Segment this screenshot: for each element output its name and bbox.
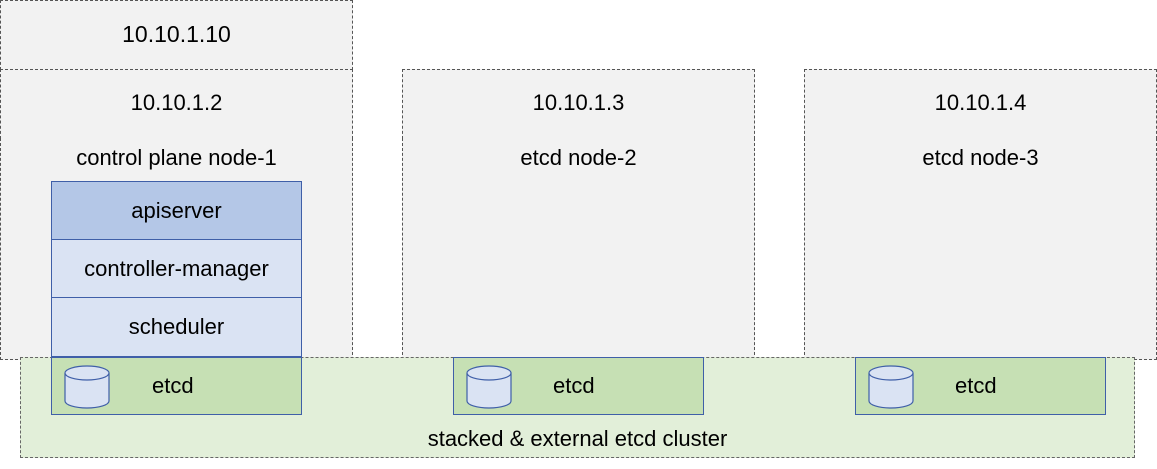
- node-2-role-label: etcd node-2: [520, 145, 637, 170]
- database-icon: [64, 365, 110, 409]
- node-3-ip-label: 10.10.1.4: [934, 90, 1027, 115]
- etcd-member-3-label: etcd: [955, 373, 997, 398]
- database-icon: [466, 365, 512, 409]
- etcd-member-2: etcd: [453, 357, 704, 415]
- node-3-body: etcd node-3: [804, 138, 1157, 360]
- controller-manager-box: controller-manager: [51, 239, 302, 299]
- apiserver-box: apiserver: [51, 181, 302, 241]
- node-2-ip-label: 10.10.1.3: [532, 90, 625, 115]
- vip-box: 10.10.1.10: [0, 0, 353, 70]
- node-1-ip-label: 10.10.1.2: [130, 90, 223, 115]
- database-icon: [868, 365, 914, 409]
- etcd-member-1-label: etcd: [152, 373, 194, 398]
- node-1-role-label: control plane node-1: [76, 145, 277, 170]
- node-3-role-label: etcd node-3: [922, 145, 1039, 170]
- scheduler-box: scheduler: [51, 297, 302, 357]
- etcd-member-3: etcd: [855, 357, 1106, 415]
- node-1-ip-box: 10.10.1.2: [0, 69, 353, 139]
- node-2-body: etcd node-2: [402, 138, 755, 360]
- vip-ip-label: 10.10.1.10: [122, 21, 231, 47]
- etcd-member-1: etcd: [51, 357, 302, 415]
- etcd-cluster-label: stacked & external etcd cluster: [427, 426, 728, 451]
- etcd-member-2-label: etcd: [553, 373, 595, 398]
- node-3-ip-box: 10.10.1.4: [804, 69, 1157, 139]
- node-2-ip-box: 10.10.1.3: [402, 69, 755, 139]
